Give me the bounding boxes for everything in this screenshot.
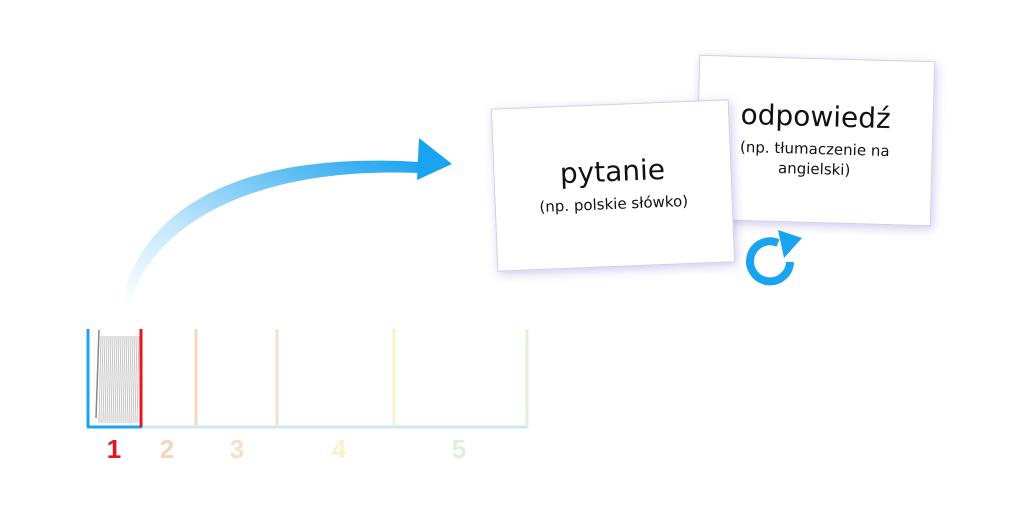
answer-card-title: odpowiedź (740, 97, 892, 135)
box-number-3: 3 (229, 434, 245, 464)
box-number-1: 1 (106, 434, 122, 464)
card-stack (95, 329, 140, 424)
curved-arrow-icon (122, 138, 452, 304)
box-number-2: 2 (159, 434, 175, 464)
leitner-tray (86, 329, 529, 429)
box-number-4: 4 (331, 434, 347, 464)
box-number-5: 5 (451, 434, 467, 464)
question-card: pytanie (np. polskie słówko) (490, 99, 736, 272)
rotate-arrow-icon (746, 230, 802, 286)
question-card-subtitle: (np. polskie słówko) (539, 191, 689, 216)
answer-card-subtitle: (np. tłumaczenie na angielski) (739, 137, 890, 179)
question-card-title: pytanie (559, 152, 666, 191)
